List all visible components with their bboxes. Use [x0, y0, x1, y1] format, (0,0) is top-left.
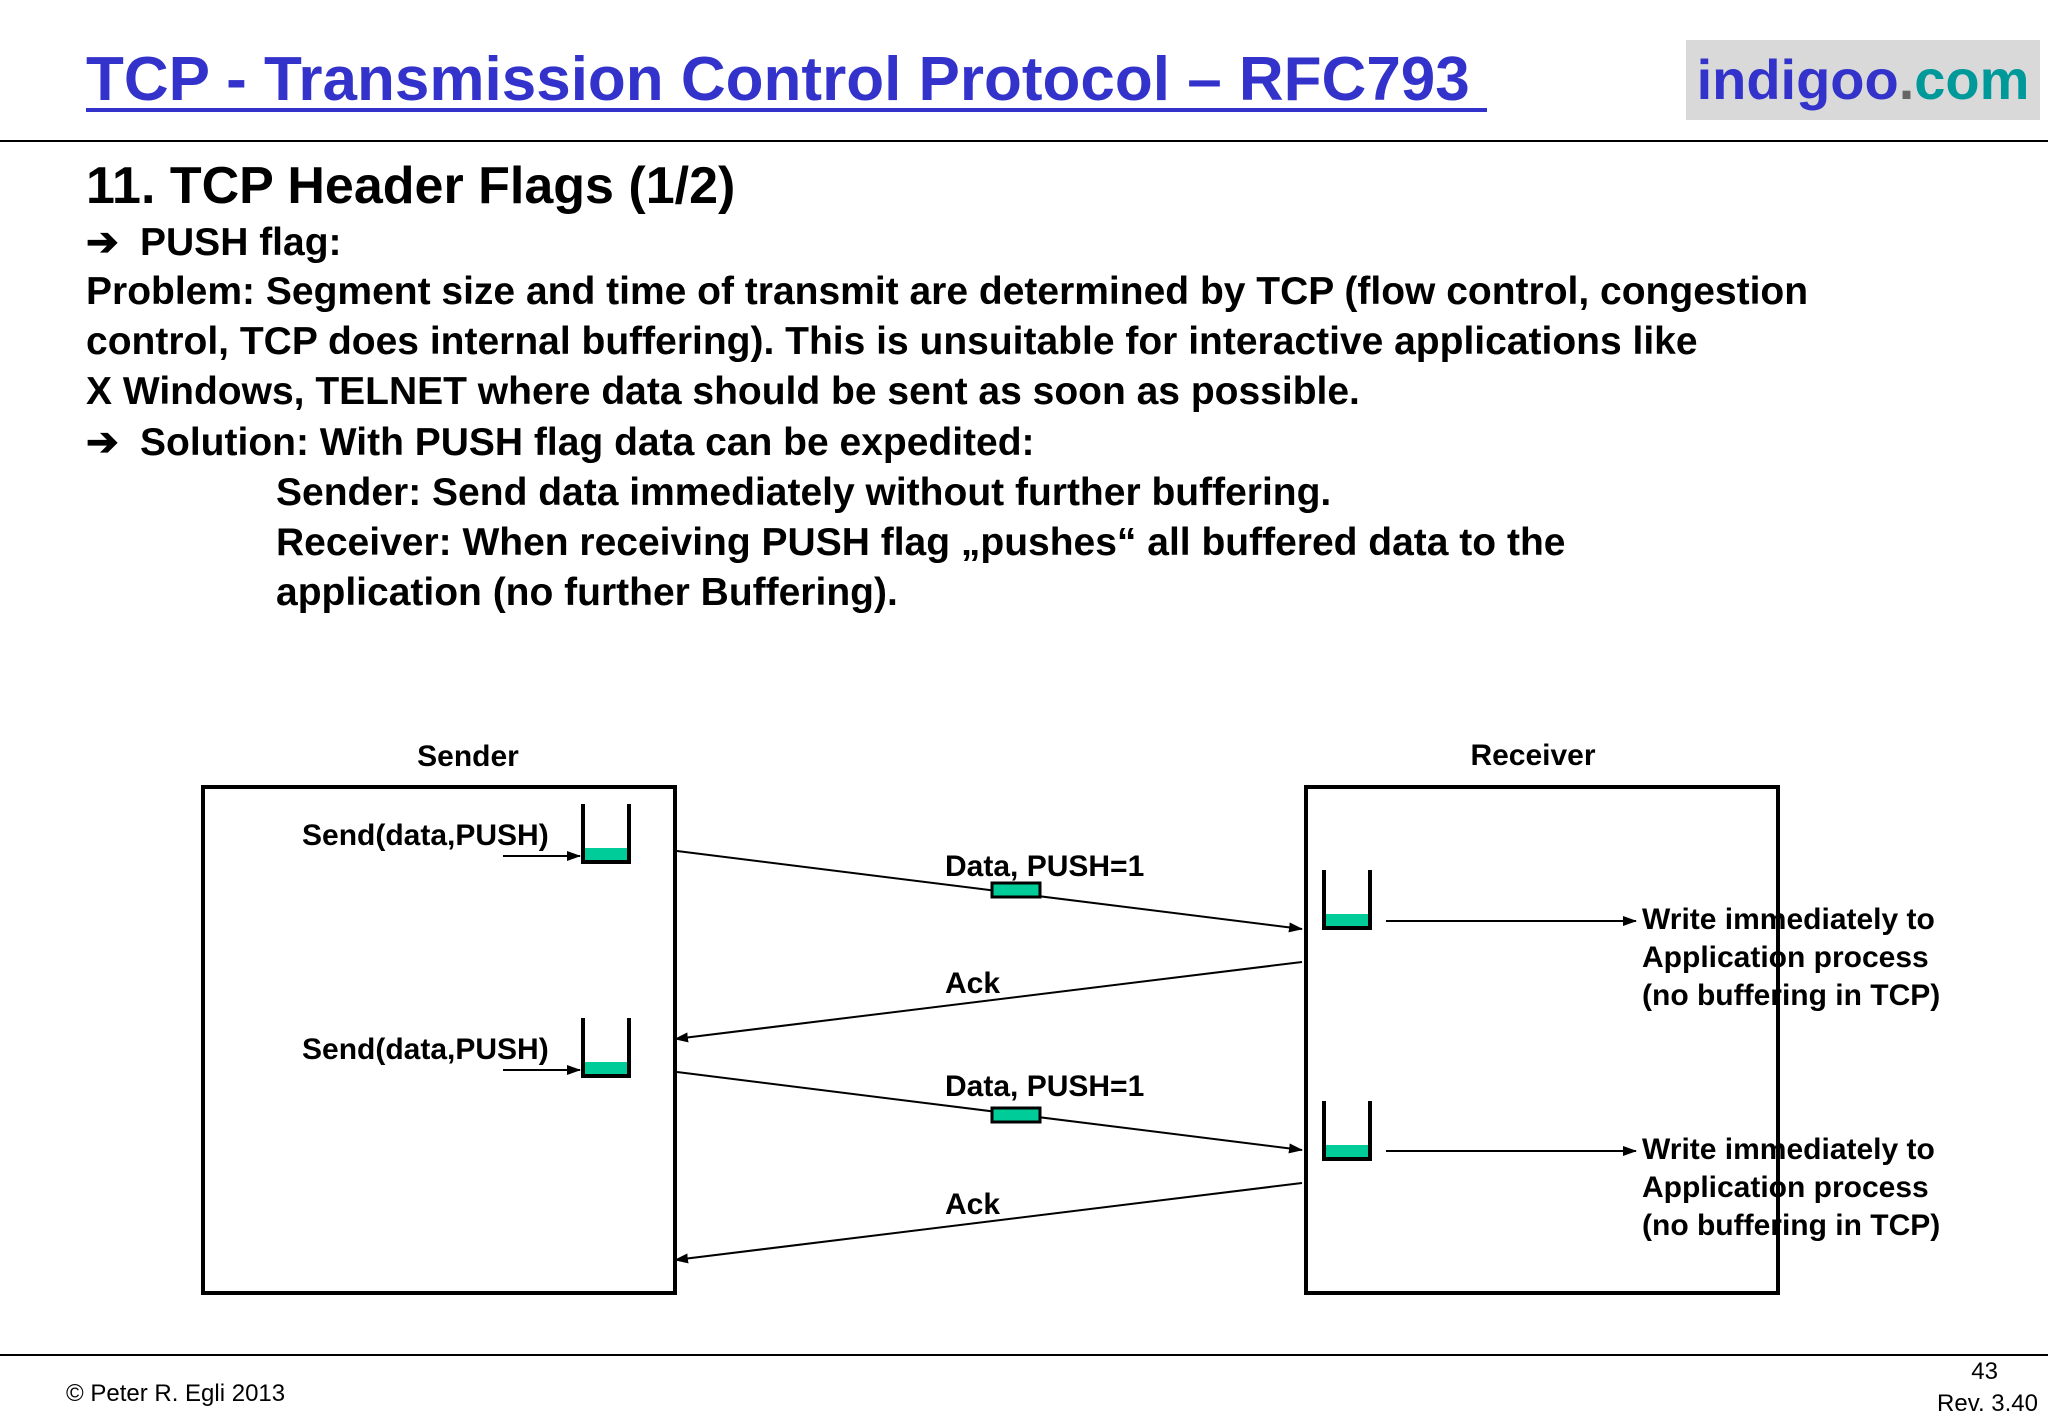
page-number: 43: [1971, 1358, 1998, 1385]
receiver-buffer-fill-1: [1324, 914, 1370, 928]
revision: Rev. 3.40: [1937, 1390, 2038, 1417]
detail-receiver: Receiver: When receiving PUSH flag „push…: [276, 521, 1566, 564]
problem-line-3: X Windows, TELNET where data should be s…: [86, 370, 1360, 413]
write-line-2c: (no buffering in TCP): [1642, 1209, 1940, 1242]
sender-buffer-fill-2: [583, 1062, 629, 1076]
slide-title: TCP - Transmission Control Protocol – RF…: [86, 45, 1487, 114]
receiver-buffer-2: [1322, 1101, 1372, 1161]
data-label-2: Data, PUSH=1: [945, 1070, 1144, 1103]
write-line-1a: Write immediately to: [1642, 903, 1935, 936]
ack-arrow-1: [674, 961, 1303, 1043]
receiver-buffer-outline-2: [1322, 1101, 1372, 1161]
send-call-label-1: Send(data,PUSH): [302, 819, 549, 852]
detail-application: application (no further Buffering).: [276, 571, 898, 614]
receiver-buffer-fill-2: [1324, 1145, 1370, 1159]
sender-buffer-outline-2: [581, 1018, 631, 1078]
ack-arrow-2: [674, 1182, 1303, 1264]
brand-part-2: .: [1898, 48, 1915, 111]
write-line-2a: Write immediately to: [1642, 1133, 1935, 1166]
write-line-1c: (no buffering in TCP): [1642, 979, 1940, 1012]
receiver-label: Receiver: [1470, 739, 1595, 772]
arrow-icon: ➔: [86, 221, 119, 264]
footer-divider: [0, 1354, 2048, 1356]
receiver-buffer-1: [1322, 870, 1372, 930]
header-divider: [0, 140, 2048, 142]
arrow-icon: ➔: [86, 421, 119, 464]
send-call-label-2: Send(data,PUSH): [302, 1033, 549, 1066]
sender-buffer-fill-1: [583, 848, 629, 862]
solution-line: ➔ Solution: With PUSH flag data can be ex…: [86, 420, 1035, 465]
problem-line-1: Problem: Segment size and time of transm…: [86, 270, 1809, 313]
problem-line-2: control, TCP does internal buffering). T…: [86, 320, 1698, 363]
brand-logo: indigoo.com: [1686, 40, 2040, 120]
data-arrow-2: [676, 1071, 1303, 1154]
sender-label: Sender: [417, 740, 519, 773]
write-line-2b: Application process: [1642, 1171, 1929, 1204]
ack-label-2: Ack: [945, 1188, 1000, 1221]
brand-part-3: com: [1914, 48, 2030, 111]
brand-part-1: indigoo: [1696, 48, 1899, 111]
data-packet-2: [990, 1106, 1042, 1124]
sender-buffer-outline-1: [581, 804, 631, 864]
ack-label-1: Ack: [945, 967, 1000, 1000]
push-flag-text: PUSH flag:: [140, 221, 342, 264]
sender-buffer-1: [581, 804, 631, 864]
push-flag-line: ➔ PUSH flag:: [86, 220, 342, 265]
data-packet-1: [990, 881, 1042, 899]
copyright: © Peter R. Egli 2013: [66, 1380, 286, 1407]
detail-sender: Sender: Send data immediately without fu…: [276, 471, 1332, 514]
sender-buffer-2: [581, 1018, 631, 1078]
receiver-box: [1304, 785, 1780, 1295]
write-line-1b: Application process: [1642, 941, 1929, 974]
section-heading: 11. TCP Header Flags (1/2): [86, 157, 736, 215]
page-info: 43 Rev. 3.40: [1937, 1356, 2038, 1420]
data-arrow-1: [676, 850, 1303, 933]
receiver-buffer-outline-1: [1322, 870, 1372, 930]
solution-text: Solution: With PUSH flag data can be exp…: [140, 421, 1035, 464]
data-label-1: Data, PUSH=1: [945, 850, 1144, 883]
